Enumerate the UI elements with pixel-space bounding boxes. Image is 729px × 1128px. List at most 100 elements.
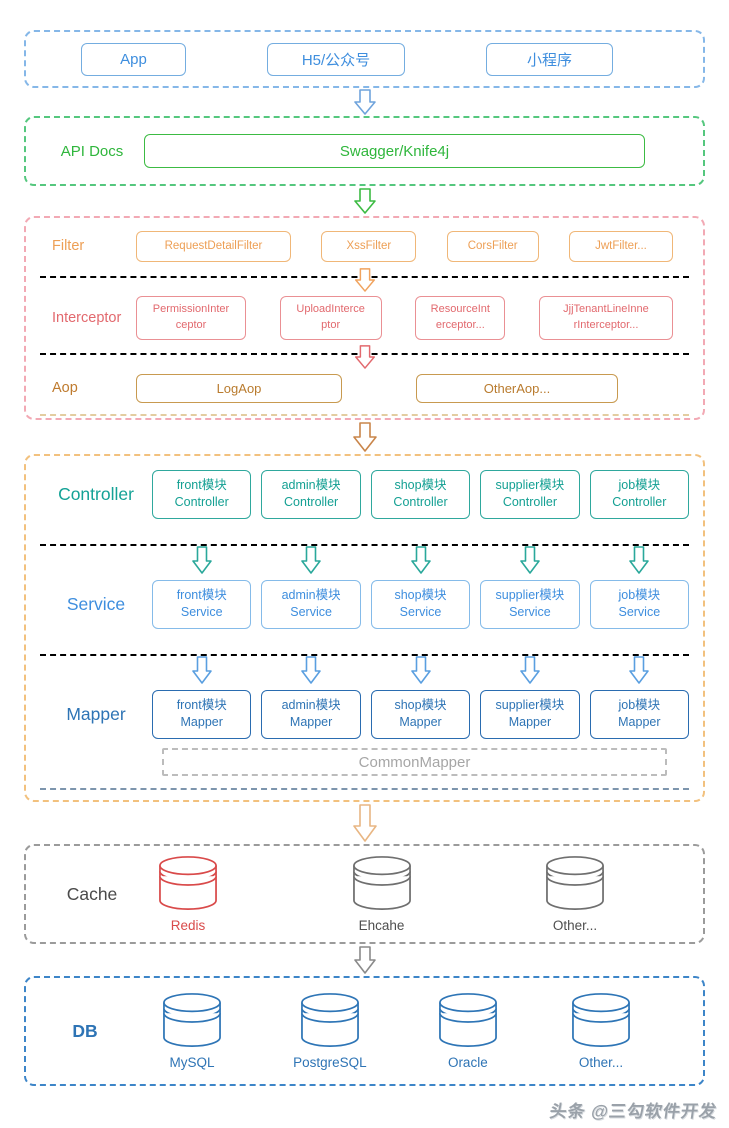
db-item-label: Oracle: [447, 1055, 488, 1070]
db-mysql-node: MySQL: [160, 992, 224, 1070]
controller-node: front模块 Controller: [152, 469, 252, 519]
filter-interceptor-divider: [40, 266, 689, 293]
db-section: DB MySQL PostgreSQL Oracle: [24, 976, 705, 1086]
db-item-label: Other...: [578, 1055, 624, 1070]
aop-node: OtherAop...: [416, 373, 618, 403]
node-line1: PermissionInter: [152, 303, 230, 316]
flow-arrow-clients-to-apidocs: [0, 88, 729, 116]
node-line1: JjjTenantLineInne: [563, 303, 649, 316]
down-arrow-icon: [352, 422, 377, 452]
database-cylinder-icon: [569, 992, 633, 1050]
node-line2: Mapper: [618, 715, 661, 729]
watermark: 头条 @三勾软件开发: [548, 1102, 719, 1121]
database-cylinder-icon: [350, 855, 414, 913]
node-line2: rInterceptor...: [573, 319, 639, 331]
service-label: Service: [66, 593, 126, 614]
node-line2: Service: [618, 605, 661, 619]
node-line2: ceptor: [175, 319, 207, 331]
node-line1: front模块: [176, 587, 227, 602]
node-line2: Controller: [174, 495, 229, 509]
db-postgresql-node: PostgreSQL: [293, 992, 367, 1070]
down-arrow-icon: [301, 656, 321, 684]
swagger-node: Swagger/Knife4j: [144, 134, 645, 168]
node-line2: Controller: [502, 495, 558, 509]
node-line1: front模块: [176, 477, 227, 492]
down-arrow-icon: [191, 656, 212, 684]
node-line1: admin模块: [281, 477, 341, 492]
node-line2: Mapper: [508, 715, 552, 729]
down-arrow-icon: [354, 345, 375, 369]
aop-node: LogAop: [136, 373, 342, 403]
cache-other-node: Other...: [543, 855, 607, 933]
mapper-label: Mapper: [66, 703, 126, 724]
cache-item-label: Other...: [552, 918, 598, 933]
cache-item-label: Ehcahe: [358, 918, 405, 933]
clients-section: App H5/公众号 小程序: [24, 30, 705, 88]
service-node: front模块 Service: [152, 579, 252, 629]
node-line1: front模块: [176, 697, 227, 712]
db-oracle-node: Oracle: [436, 992, 500, 1070]
node-line1: admin模块: [281, 697, 341, 712]
filter-node: RequestDetailFilter: [136, 230, 291, 262]
down-arrow-icon: [629, 546, 650, 574]
mapper-node: job模块 Mapper: [589, 689, 690, 739]
down-arrow-icon: [191, 546, 212, 574]
node-line2: Mapper: [289, 715, 333, 729]
node-line1: supplier模块: [495, 587, 565, 602]
aop-label: Aop: [52, 380, 78, 396]
node-line1: job模块: [618, 477, 661, 492]
node-line2: Service: [290, 605, 332, 619]
down-arrow-icon: [353, 188, 376, 214]
node-line2: erceptor...: [435, 319, 485, 331]
database-cylinder-icon: [298, 992, 362, 1050]
node-line1: job模块: [618, 587, 661, 602]
down-arrow-icon: [520, 656, 540, 684]
down-arrow-icon: [353, 89, 376, 115]
web-middleware-section: Filter RequestDetailFilter XssFilter Cor…: [24, 216, 705, 420]
flow-arrow-mvc-to-cache: [0, 802, 729, 844]
cache-section: Cache Redis Ehcahe Other...: [24, 844, 705, 944]
node-line2: Service: [180, 605, 223, 619]
interceptor-node: PermissionInter ceptor: [136, 296, 246, 340]
cache-label: Cache: [66, 883, 118, 904]
cache-item-label: Redis: [170, 918, 206, 933]
node-line2: Mapper: [399, 715, 442, 729]
down-arrow-icon: [410, 546, 431, 574]
common-mapper-node: CommonMapper: [162, 748, 667, 776]
aop-bottom-divider: [40, 414, 689, 416]
client-miniprogram-node: 小程序: [486, 42, 613, 76]
database-cylinder-icon: [436, 992, 500, 1050]
interceptor-node: JjjTenantLineInne rInterceptor...: [538, 296, 673, 340]
database-cylinder-icon: [543, 855, 607, 913]
node-line1: shop模块: [394, 477, 447, 492]
down-arrow-icon: [352, 804, 377, 842]
db-item-label: PostgreSQL: [293, 1055, 367, 1070]
node-line2: Mapper: [180, 715, 223, 729]
database-cylinder-icon: [160, 992, 224, 1050]
down-arrow-icon: [520, 546, 540, 574]
flow-arrow-apidocs-to-web: [0, 186, 729, 216]
down-arrow-icon: [353, 946, 376, 974]
service-mapper-divider: [40, 632, 689, 686]
node-line1: shop模块: [394, 587, 447, 602]
client-h5-node: H5/公众号: [267, 42, 405, 76]
mapper-node: front模块 Mapper: [152, 689, 252, 739]
node-line1: job模块: [618, 697, 661, 712]
node-line1: admin模块: [281, 587, 341, 602]
client-app-node: App: [81, 42, 186, 76]
controller-label: Controller: [58, 483, 134, 504]
node-line2: ptor: [321, 319, 341, 331]
db-label: DB: [72, 1020, 98, 1041]
node-line1: UploadInterce: [296, 303, 365, 316]
interceptor-node: ResourceInt erceptor...: [415, 296, 506, 340]
api-docs-label: API Docs: [60, 142, 124, 160]
aop-row: Aop LogAop OtherAop...: [40, 370, 689, 406]
service-row: Service front模块 Service admin模块 Service sh…: [40, 576, 690, 632]
